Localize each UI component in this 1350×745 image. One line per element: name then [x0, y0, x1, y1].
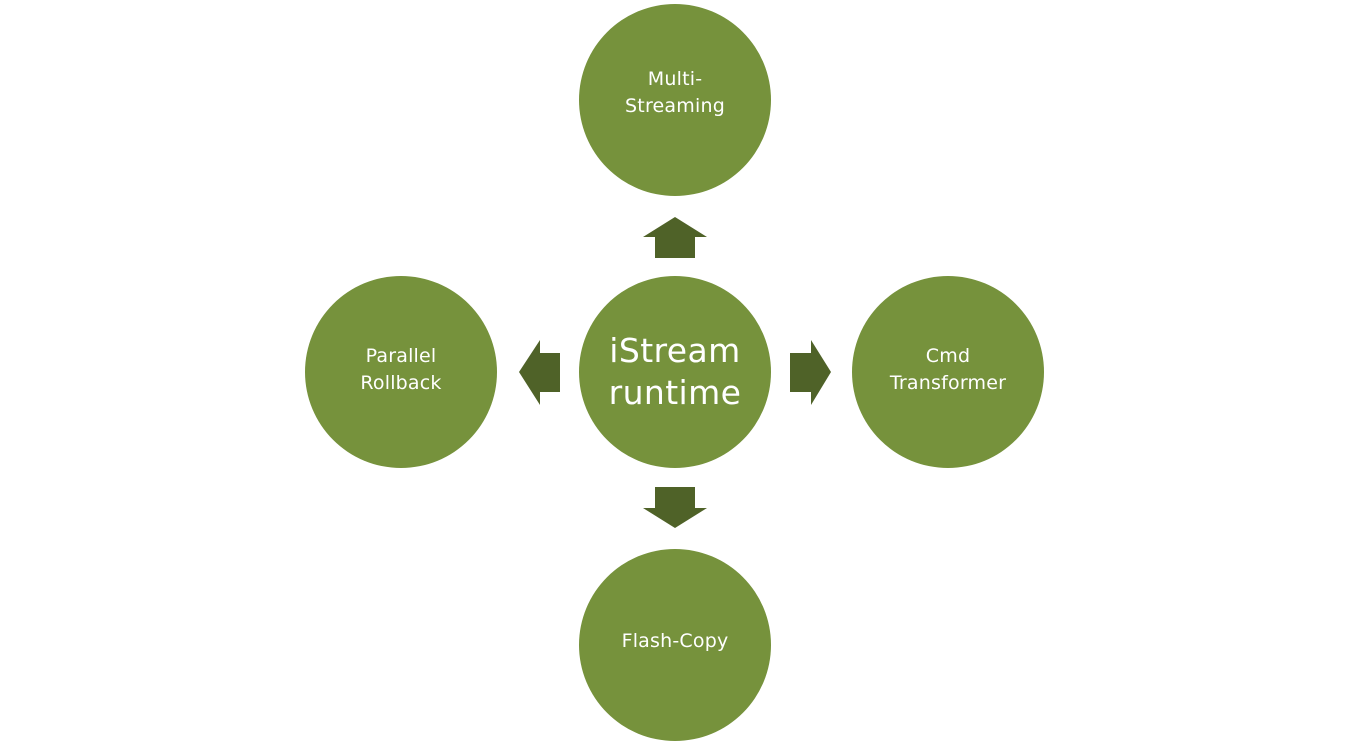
node-multi-streaming: Multi- Streaming: [579, 4, 771, 196]
node-flash-copy: Flash-Copy: [579, 549, 771, 741]
node-label: Parallel Rollback: [360, 345, 442, 394]
arrow-up-icon: [643, 217, 707, 258]
node-label: Cmd Transformer: [889, 345, 1007, 394]
node-label: Flash-Copy: [621, 629, 729, 652]
node-istream-runtime: iStream runtime: [579, 276, 771, 468]
arrow-down-icon: [643, 487, 707, 528]
node-cmd-transformer: Cmd Transformer: [852, 276, 1044, 468]
arrow-left-icon: [519, 340, 560, 405]
node-parallel-rollback: Parallel Rollback: [305, 276, 497, 468]
center-label: iStream runtime: [608, 331, 742, 412]
node-label: Multi- Streaming: [625, 68, 725, 117]
arrow-right-icon: [790, 340, 831, 405]
